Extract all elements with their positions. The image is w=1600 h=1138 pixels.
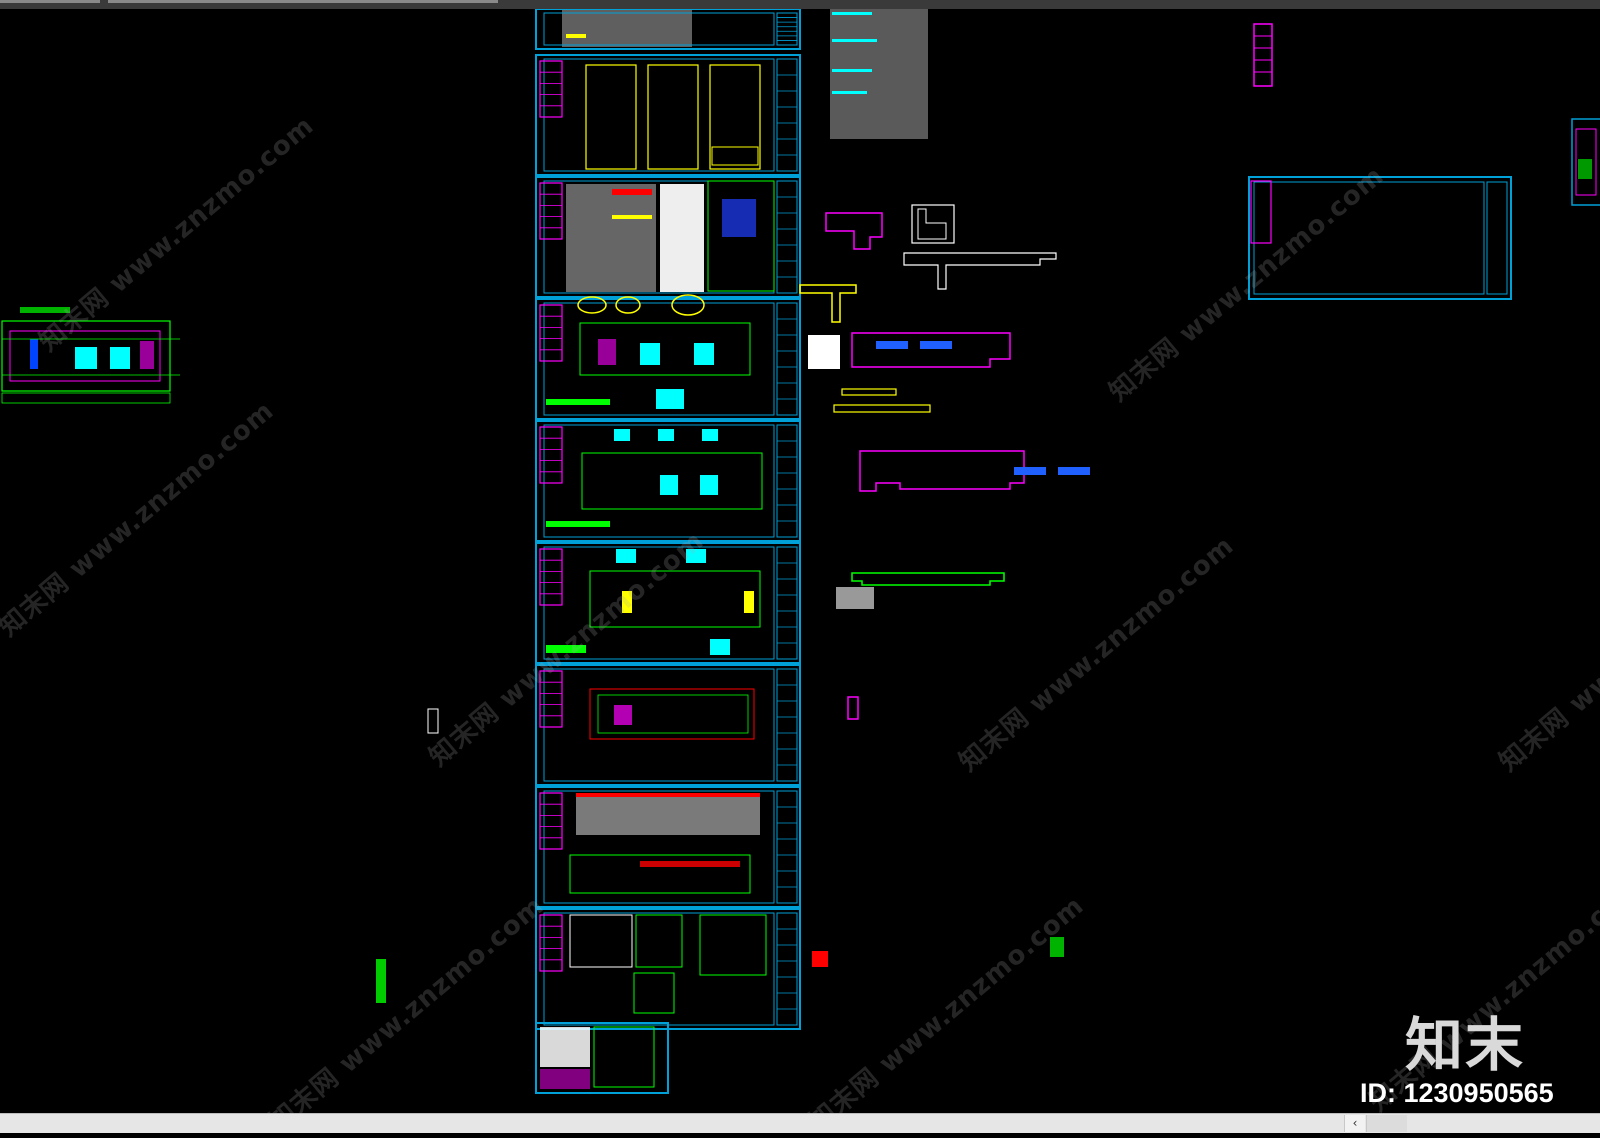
toolbar-segment — [0, 0, 100, 3]
scrollbar-thumb[interactable] — [1366, 1115, 1407, 1132]
scroll-left-button[interactable]: ‹ — [1344, 1115, 1365, 1132]
drawing-sheet — [535, 908, 801, 1030]
bottom-small-sheet — [535, 1022, 669, 1094]
image-id-label: ID: 1230950565 — [1360, 1078, 1554, 1108]
horizontal-scrollbar[interactable]: ‹ — [0, 1113, 1600, 1133]
drawing-sheet — [535, 420, 801, 542]
edge-partial-sheet — [1571, 118, 1600, 206]
top-toolbar-strip — [0, 0, 1600, 9]
drawing-sheet — [535, 54, 801, 176]
empty-title-frame — [1248, 176, 1512, 300]
toolbar-segment — [108, 0, 498, 3]
small-magenta-table — [1253, 23, 1273, 87]
left-floor-plan — [1, 307, 180, 404]
drawing-sheet — [535, 786, 801, 908]
small-legend-block — [376, 959, 386, 1003]
chevron-left-icon: ‹ — [1352, 1116, 1358, 1130]
cad-drawing-canvas[interactable] — [0, 9, 1600, 1122]
drawing-sheet — [535, 176, 801, 298]
brand-logo: 知末 — [1405, 1011, 1526, 1079]
drawing-sheet — [535, 298, 801, 420]
gray-text-table-top — [562, 9, 692, 47]
gray-text-table-notes — [830, 9, 928, 139]
drawing-sheet-contents — [546, 64, 775, 1014]
outline-shapes-cluster — [799, 204, 1090, 967]
drawing-sheet — [535, 664, 801, 786]
drawing-sheet — [535, 542, 801, 664]
small-block — [427, 708, 439, 734]
drawing-sheet-column — [535, 9, 801, 1030]
drawing-sheet — [535, 9, 801, 50]
